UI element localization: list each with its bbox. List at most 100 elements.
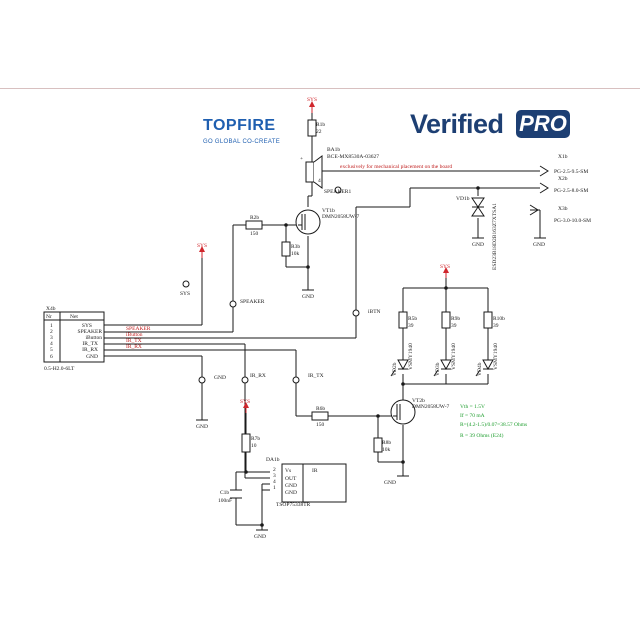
x4-part: 0.5-H2.0-6LT — [44, 366, 75, 372]
r6-name: R6b — [316, 406, 325, 412]
r5-resistor — [398, 311, 408, 329]
vd4-part: VSMY1940 — [493, 343, 499, 370]
da1-pin-out: OUT — [285, 476, 297, 482]
da1-part: TSOP75338TR — [276, 502, 311, 508]
da1-pin4: 4 — [273, 479, 276, 485]
speaker1-label: SPEAKER1 — [324, 189, 351, 195]
calc-r: R=(4.2-1.5)/0.07=38.57 Ohms — [460, 421, 527, 428]
r7-name: R7b — [251, 436, 260, 442]
vd1-name: VD1b — [456, 196, 470, 202]
x1-part: PG-2.5-9.5-SM — [554, 169, 588, 175]
gnd-vt1-label: GND — [302, 294, 314, 300]
r5-name: R5b — [408, 316, 417, 322]
r8-resistor — [373, 437, 383, 453]
c1-value: 100nF — [218, 498, 232, 504]
x2-name: X2b — [558, 176, 568, 182]
r1-name: R1b — [316, 122, 325, 128]
da1-ir-receiver — [281, 463, 347, 503]
x2-part: PG-2.5-8.0-SM — [554, 188, 588, 194]
r10-name: R10b — [493, 316, 505, 322]
sys-left-label: SYS — [180, 291, 190, 297]
vd3-name: VD3b — [435, 362, 441, 376]
calc-vth: Vth = 1.5V — [460, 404, 485, 410]
r5-value: 39 — [408, 323, 414, 329]
r9-resistor — [441, 311, 451, 329]
vt2-part: DMN2058UW-7 — [412, 404, 450, 410]
da1-pin-vs: Vs — [285, 468, 291, 474]
gnd-symbols — [196, 237, 546, 531]
calc-r-selected: R = 39 Ohms (E24) — [460, 432, 504, 439]
r10-resistor — [483, 311, 493, 329]
led-calculation: Vth = 1.5V If = 70 mA R=(4.2-1.5)/0.07=3… — [460, 404, 527, 439]
gnd-vd1-label: GND — [472, 242, 484, 248]
sys-mid-label: SYS — [197, 243, 207, 249]
ibutton-signal-label: iButton — [126, 332, 143, 338]
irtx-net-label: IR_TX — [308, 373, 324, 379]
topfire-tagline: GO GLOBAL CO-CREATE — [203, 139, 281, 145]
ba1-buzzer — [305, 161, 315, 183]
vd1-part: ESD23B18D2B163Z7XTSA1 — [492, 203, 498, 270]
vt2-name: VT2b — [412, 398, 425, 404]
da1-pin-gnd2: GND — [285, 490, 297, 496]
vt1-part: DMN2058UW-7 — [322, 214, 360, 220]
vd3-part: VSMY1940 — [451, 343, 457, 370]
da1-pin2: 2 — [273, 467, 276, 473]
x4-row-5-nr: 5 — [50, 347, 53, 353]
irtx-signal-label: IR_TX — [126, 338, 142, 344]
x4-table-rows: 1 SYS 2 SPEAKER 3 iButton 4 IR_TX 5 IR_R… — [50, 323, 102, 360]
r9-value: 39 — [451, 323, 457, 329]
x4-row-2-net: SPEAKER — [78, 329, 103, 335]
ba1-pin-plus: + — [300, 156, 303, 162]
vd2-part: VSMY1940 — [408, 343, 414, 370]
symbol-details — [44, 165, 549, 502]
gnd-vt2-label: GND — [384, 480, 396, 486]
vd3-led — [440, 359, 452, 371]
sys-da1-label: SYS — [240, 399, 250, 405]
irrx-signal-label: IR_RX — [126, 344, 142, 350]
x4-name: X4b — [46, 306, 56, 312]
x4-row-5-net: IR_RX — [82, 347, 98, 353]
vd1-tvs-diode-lower — [471, 206, 485, 217]
x4-row-3-net: iButton — [85, 335, 102, 341]
r8-value: 10k — [382, 447, 391, 453]
vd2-led — [397, 359, 409, 371]
r3-value: 10k — [291, 251, 300, 257]
gnd-x3-label: GND — [533, 242, 545, 248]
gnd-mid-label: GND — [214, 375, 226, 381]
speaker-net-label: SPEAKER — [240, 299, 265, 305]
verified-logo: Verified — [410, 109, 504, 139]
da1-pin1: 1 — [273, 485, 276, 491]
da1-pin3: 3 — [273, 473, 276, 479]
vt1-name: VT1b — [322, 208, 335, 214]
vd1-tvs-diode — [471, 197, 485, 208]
ba1-speaker-cone — [313, 155, 323, 189]
vd2-name: VD2b — [392, 362, 398, 376]
x4-row-6-nr: 6 — [50, 354, 53, 360]
vt1-mosfet — [295, 209, 321, 235]
gnd-left-label: GND — [196, 424, 208, 430]
ba1-part: BCE-MX8530A-03627 — [327, 154, 379, 160]
net-ports — [182, 186, 360, 384]
x4-row-6-net: GND — [86, 354, 98, 360]
x4-row-1-nr: 1 — [50, 323, 53, 329]
r1-value: 22 — [316, 129, 322, 135]
r3-resistor — [281, 241, 291, 257]
da1-name: DA1b — [266, 457, 280, 463]
x3-part: PG-3.0-10.0-SM — [554, 218, 591, 224]
ibtn-net-label: iBTN — [368, 309, 381, 315]
r9-name: R9b — [451, 316, 460, 322]
ba1-note: exclusively for mechanical placement on … — [340, 163, 452, 170]
x4-header-net: Net — [70, 314, 78, 320]
x4-header-nr: Nr — [46, 314, 52, 320]
r2-name: R2b — [250, 215, 259, 221]
r10-value: 39 — [493, 323, 499, 329]
speaker-signal-label: SPEAKER — [126, 326, 151, 332]
x4-row-4-nr: 4 — [50, 341, 53, 347]
x4-row-2-nr: 2 — [50, 329, 53, 335]
c1-name: C1b — [220, 490, 229, 496]
r6-resistor — [311, 411, 329, 421]
r1-resistor — [307, 119, 317, 137]
x3-name: X3b — [558, 206, 568, 212]
vd4-led — [482, 359, 494, 371]
